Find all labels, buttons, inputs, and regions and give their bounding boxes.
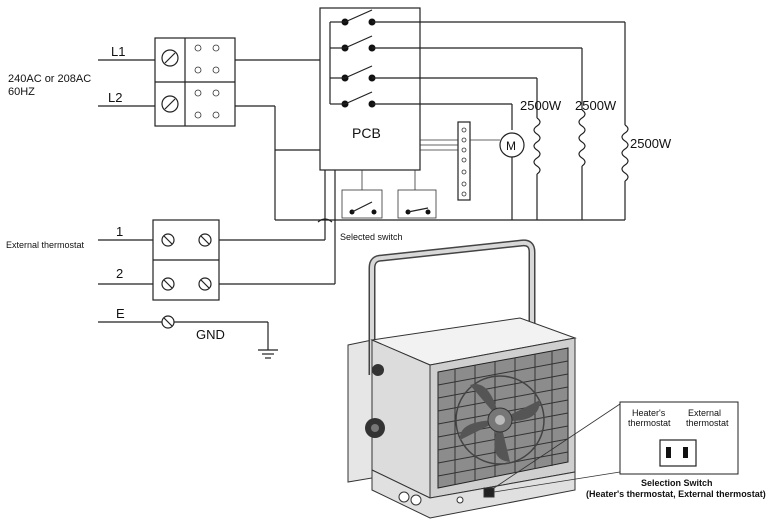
motor-icon [499,132,525,220]
switch-position-icon [683,447,688,458]
thermostat-terminal-block [152,219,220,301]
supply-frequency-label: 60HZ [8,86,35,98]
motor-label: M [506,139,516,153]
l1-label: L1 [111,44,125,59]
gnd-label: GND [196,327,225,342]
selection-switch-subcaption: (Heater's thermostat, External thermosta… [586,489,766,499]
relay-contact-icon [341,35,420,52]
element-2-label: 2500W [575,98,617,113]
heating-element-icon [533,117,541,220]
external-thermostat-label-line1: External [688,408,721,418]
element-1-label: 2500W [520,98,562,113]
switch-position-icon [666,447,671,458]
thermostat-terminal-1-label: 1 [116,224,123,239]
heater-thermostat-label-line2: thermostat [628,418,671,428]
knob-icon [372,364,384,376]
connector-strip [457,121,471,201]
pcb-label: PCB [352,125,381,141]
terminal-screw-icon [161,49,179,67]
heater-illustration [347,239,577,519]
selection-switch-inset [619,401,739,475]
terminal-screw-icon [161,95,179,113]
supply-voltage-label: 240AC or 208AC [8,73,91,85]
selected-switch-label: Selected switch [340,232,403,242]
heating-element-icon [621,124,629,220]
ground-screw-icon [161,315,175,329]
l2-label: L2 [108,90,122,105]
main-terminal-block [154,37,236,127]
external-thermostat-label-line2: thermostat [686,418,729,428]
heating-element-icon [578,109,586,220]
thermostat-terminal-2-label: 2 [116,266,123,281]
fan-icon [455,375,545,465]
selection-switch-caption: Selection Switch [641,478,713,488]
ground-symbol-icon [258,349,278,359]
external-thermostat-label: External thermostat [6,240,85,250]
heater-thermostat-label-line1: Heater's [632,408,666,418]
pcb-board: PCB [319,7,421,171]
element-3-label: 2500W [630,136,672,151]
earth-terminal-label: E [116,306,125,321]
selected-switch-icon [341,170,437,219]
